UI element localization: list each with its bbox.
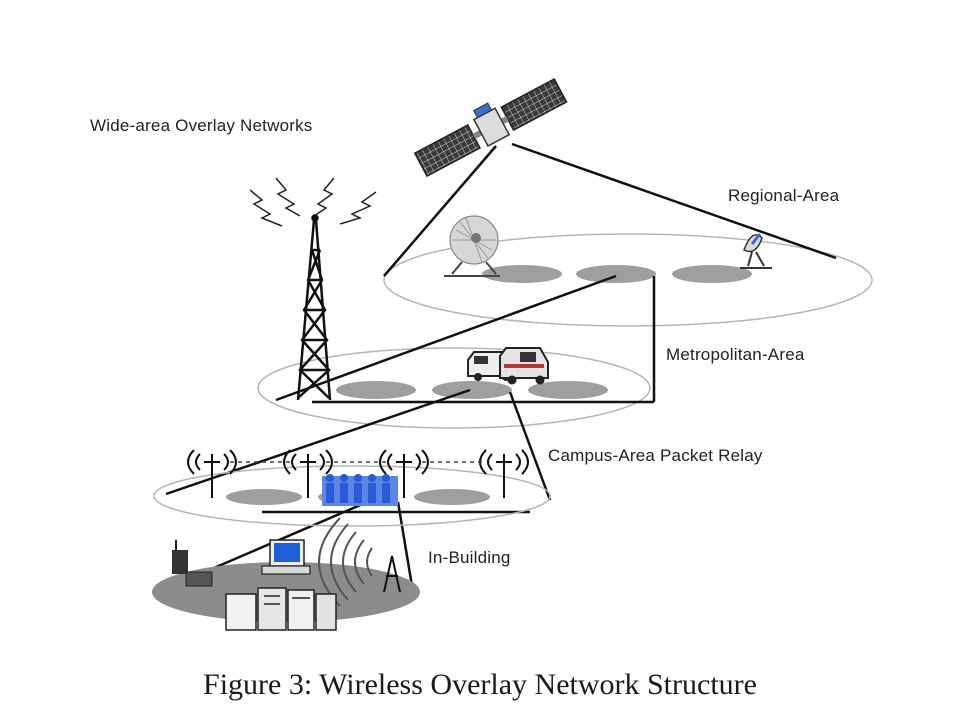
server-cabinet-icon [225, 587, 337, 631]
backbone-links [165, 274, 656, 587]
satellite-dish-icon [444, 215, 500, 277]
metro-cell [336, 381, 416, 399]
metropolitan-area-label: Metropolitan-Area [666, 345, 805, 364]
relay-radio-icons [187, 449, 529, 498]
radio-tower-icon [296, 214, 332, 401]
computer-icon [261, 539, 311, 575]
van-icon [499, 347, 549, 385]
radio-wave-icon [249, 177, 377, 227]
campus-cell [226, 489, 302, 505]
people-group-icon [322, 474, 398, 506]
antenna-icon [383, 555, 401, 593]
campus-area-label: Campus-Area Packet Relay [548, 446, 763, 465]
handheld-user-icon [172, 540, 213, 587]
regional-cell [576, 265, 656, 283]
ground-station-icon [740, 233, 772, 269]
in-building-label: In-Building [428, 548, 511, 567]
metro-cell [528, 381, 608, 399]
metropolitan-area [257, 347, 651, 429]
metro-cell [432, 381, 512, 399]
regional-cell [672, 265, 752, 283]
campus-cell [414, 489, 490, 505]
in-building-area [152, 517, 420, 631]
regional-area-label: Regional-Area [728, 186, 840, 205]
satellite-icon [413, 78, 568, 178]
figure-caption: Figure 3: Wireless Overlay Network Struc… [203, 668, 757, 701]
wide-area-label: Wide-area Overlay Networks [90, 116, 313, 135]
regional-cell [482, 265, 562, 283]
satellite-links [383, 142, 837, 277]
regional-area [383, 215, 873, 327]
